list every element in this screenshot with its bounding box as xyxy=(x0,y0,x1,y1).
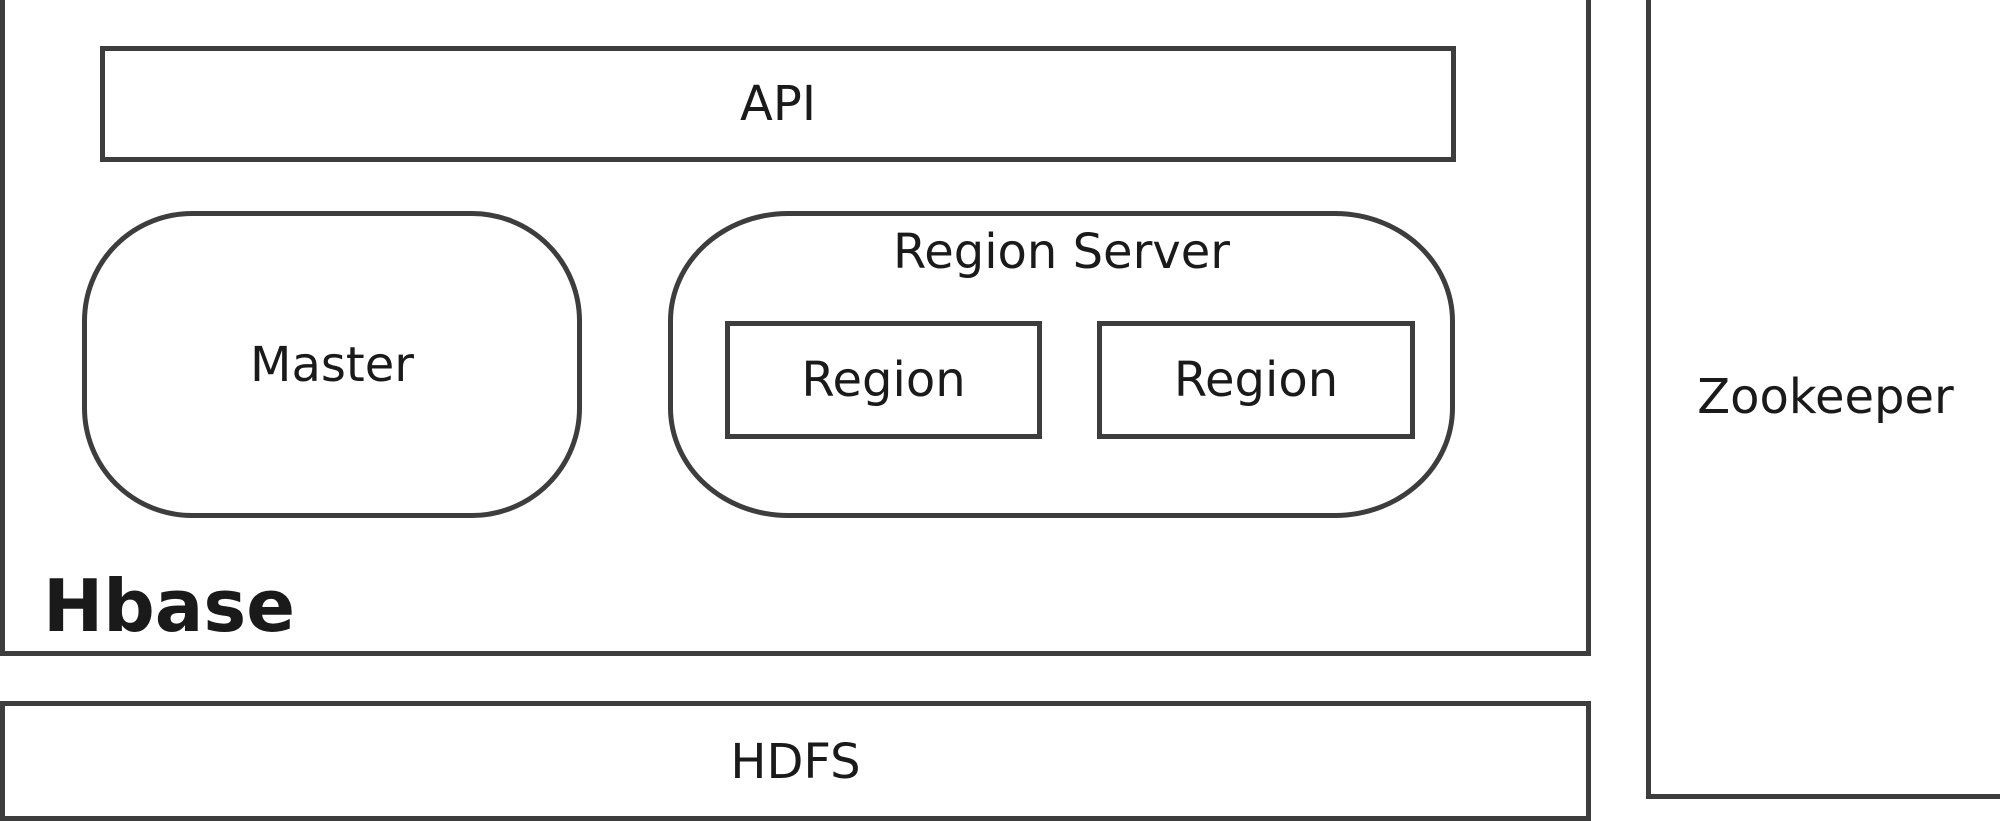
region-label-1: Region xyxy=(801,352,966,408)
hbase-label: Hbase xyxy=(43,564,296,648)
hdfs-label: HDFS xyxy=(730,734,861,790)
region-box-2: Region xyxy=(1097,321,1415,439)
api-box: API xyxy=(100,46,1456,162)
master-label: Master xyxy=(250,336,414,393)
zookeeper-box: Zookeeper xyxy=(1646,0,2000,799)
zookeeper-label: Zookeeper xyxy=(1697,368,1954,425)
api-label: API xyxy=(740,76,816,132)
region-server-label: Region Server xyxy=(893,224,1230,280)
region-server-node: Region Server xyxy=(668,211,1455,518)
hdfs-box: HDFS xyxy=(0,701,1591,821)
region-box-1: Region xyxy=(725,321,1042,439)
master-node: Master xyxy=(82,211,582,518)
region-label-2: Region xyxy=(1173,352,1339,408)
